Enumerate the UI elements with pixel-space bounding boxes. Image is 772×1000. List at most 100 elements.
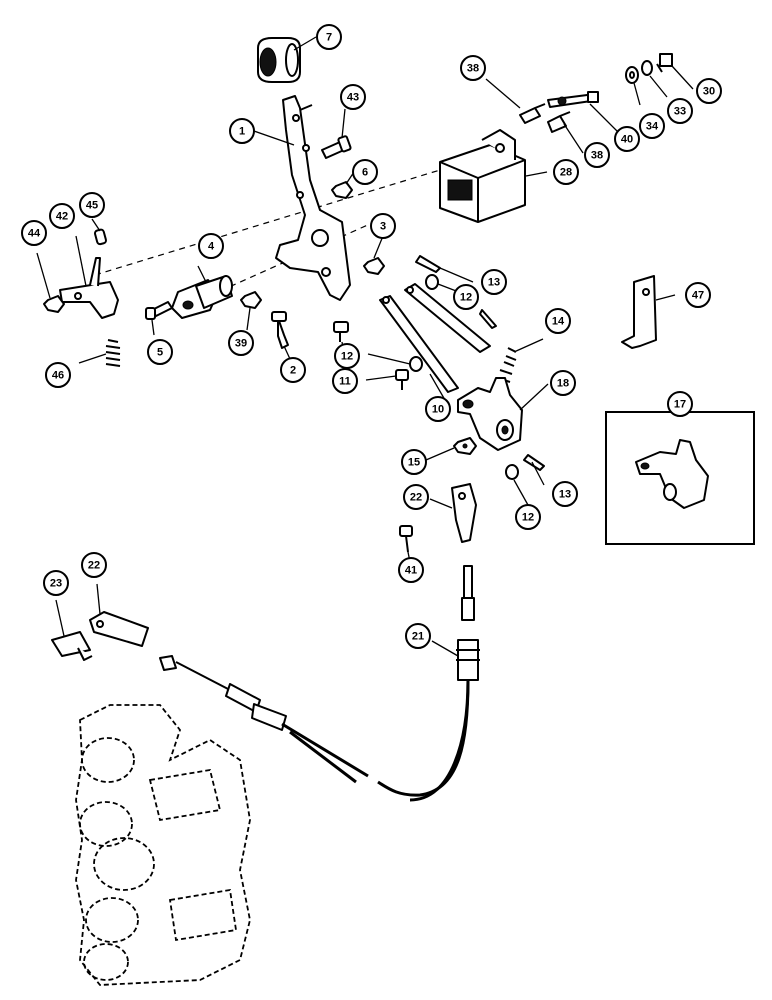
callout-circle <box>403 484 429 510</box>
callout-40: 40 <box>614 126 640 152</box>
part-28-switch-box <box>439 129 526 223</box>
callout-label: 38 <box>591 150 603 162</box>
callout-label: 45 <box>86 200 98 212</box>
callout-label: 13 <box>488 277 500 289</box>
callout-4: 4 <box>198 233 224 259</box>
callout-circle <box>352 159 378 185</box>
callout-label: 39 <box>235 338 247 350</box>
part-47-bracket <box>621 275 657 349</box>
callout-circle <box>280 357 306 383</box>
callout-label: 12 <box>341 351 353 363</box>
callout-circle <box>515 504 541 530</box>
part-3-nut <box>363 257 385 275</box>
callout-label: 15 <box>408 457 420 469</box>
callout-circle <box>481 269 507 295</box>
callout-label: 4 <box>208 241 215 253</box>
callout-28: 28 <box>553 159 579 185</box>
callout-12: 12 <box>515 504 541 530</box>
callout-12: 12 <box>334 343 360 369</box>
callout-circle <box>425 396 451 422</box>
callout-circle <box>332 368 358 394</box>
callout-circle <box>453 284 479 310</box>
part-10-links <box>379 283 491 393</box>
part-7-bushing <box>257 37 301 83</box>
part-4-pivot-bracket <box>171 275 233 319</box>
callout-label: 22 <box>88 560 100 572</box>
callout-label: 34 <box>646 121 659 133</box>
callout-12: 12 <box>453 284 479 310</box>
part-13-cotter-lower <box>523 454 545 471</box>
callout-circle <box>545 308 571 334</box>
callout-label: 18 <box>557 378 569 390</box>
part-34-washer <box>625 66 639 84</box>
callout-label: 30 <box>703 86 715 98</box>
callout-21: 21 <box>405 623 431 649</box>
callout-circle <box>229 118 255 144</box>
callout-circle <box>639 113 665 139</box>
callout-label: 11 <box>339 376 351 388</box>
callout-label: 5 <box>157 347 163 359</box>
part-18-bellcrank <box>457 377 523 451</box>
callout-circle <box>552 481 578 507</box>
part-2-bolt <box>271 311 289 349</box>
part-14-spring <box>497 347 517 383</box>
callout-label: 23 <box>50 578 62 590</box>
callout-label: 3 <box>380 221 386 233</box>
callout-circle <box>584 142 610 168</box>
callout-circle <box>696 78 722 104</box>
callout-6: 6 <box>352 159 378 185</box>
callout-circle <box>370 213 396 239</box>
callout-label: 41 <box>405 565 417 577</box>
callout-circle <box>81 552 107 578</box>
callout-14: 14 <box>545 308 571 334</box>
callout-34: 34 <box>639 113 665 139</box>
part-11-pins <box>333 321 409 390</box>
part-23-clip <box>51 631 93 661</box>
callout-label: 7 <box>326 32 332 44</box>
callout-circle <box>401 449 427 475</box>
callout-circle <box>21 220 47 246</box>
part-46-spring <box>105 339 121 367</box>
callout-label: 46 <box>52 370 64 382</box>
valve-body-phantom <box>75 704 251 986</box>
callout-46: 46 <box>45 362 71 388</box>
callout-label: 12 <box>460 292 472 304</box>
callout-circle <box>334 343 360 369</box>
part-12-washer-middle <box>409 356 423 372</box>
callout-42: 42 <box>49 203 75 229</box>
part-40-rod <box>547 91 599 108</box>
part-33-lockwasher <box>641 60 653 76</box>
callout-label: 2 <box>290 365 296 377</box>
callout-label: 13 <box>559 489 571 501</box>
part-39-nut <box>240 291 262 309</box>
callout-30: 30 <box>696 78 722 104</box>
callout-circle <box>228 330 254 356</box>
callout-17: 17 <box>667 391 693 417</box>
callout-41: 41 <box>398 557 424 583</box>
callout-11: 11 <box>332 368 358 394</box>
callout-circle <box>550 370 576 396</box>
callout-label: 17 <box>674 399 686 411</box>
part-6-nut <box>331 181 353 199</box>
part-44-nut <box>43 295 65 313</box>
callout-5: 5 <box>147 339 173 365</box>
callout-47: 47 <box>685 282 711 308</box>
callout-38: 38 <box>584 142 610 168</box>
callout-1: 1 <box>229 118 255 144</box>
part-1-lever-plate <box>275 95 351 301</box>
part-38-connector-upper <box>519 103 546 124</box>
callout-circle <box>614 126 640 152</box>
callout-label: 6 <box>362 167 368 179</box>
callout-layer: 7431638384034333028454442431312144753924… <box>21 24 722 649</box>
callout-circle <box>316 24 342 50</box>
part-12-washer-upper <box>425 274 439 290</box>
leader-lines <box>36 36 694 657</box>
callout-label: 42 <box>56 211 68 223</box>
part-cable-end-lower <box>159 655 369 784</box>
callout-2: 2 <box>280 357 306 383</box>
callout-39: 39 <box>228 330 254 356</box>
callout-44: 44 <box>21 220 47 246</box>
callout-label: 28 <box>560 167 572 179</box>
callout-label: 40 <box>621 134 633 146</box>
part-22-clevis-upper <box>451 483 477 543</box>
